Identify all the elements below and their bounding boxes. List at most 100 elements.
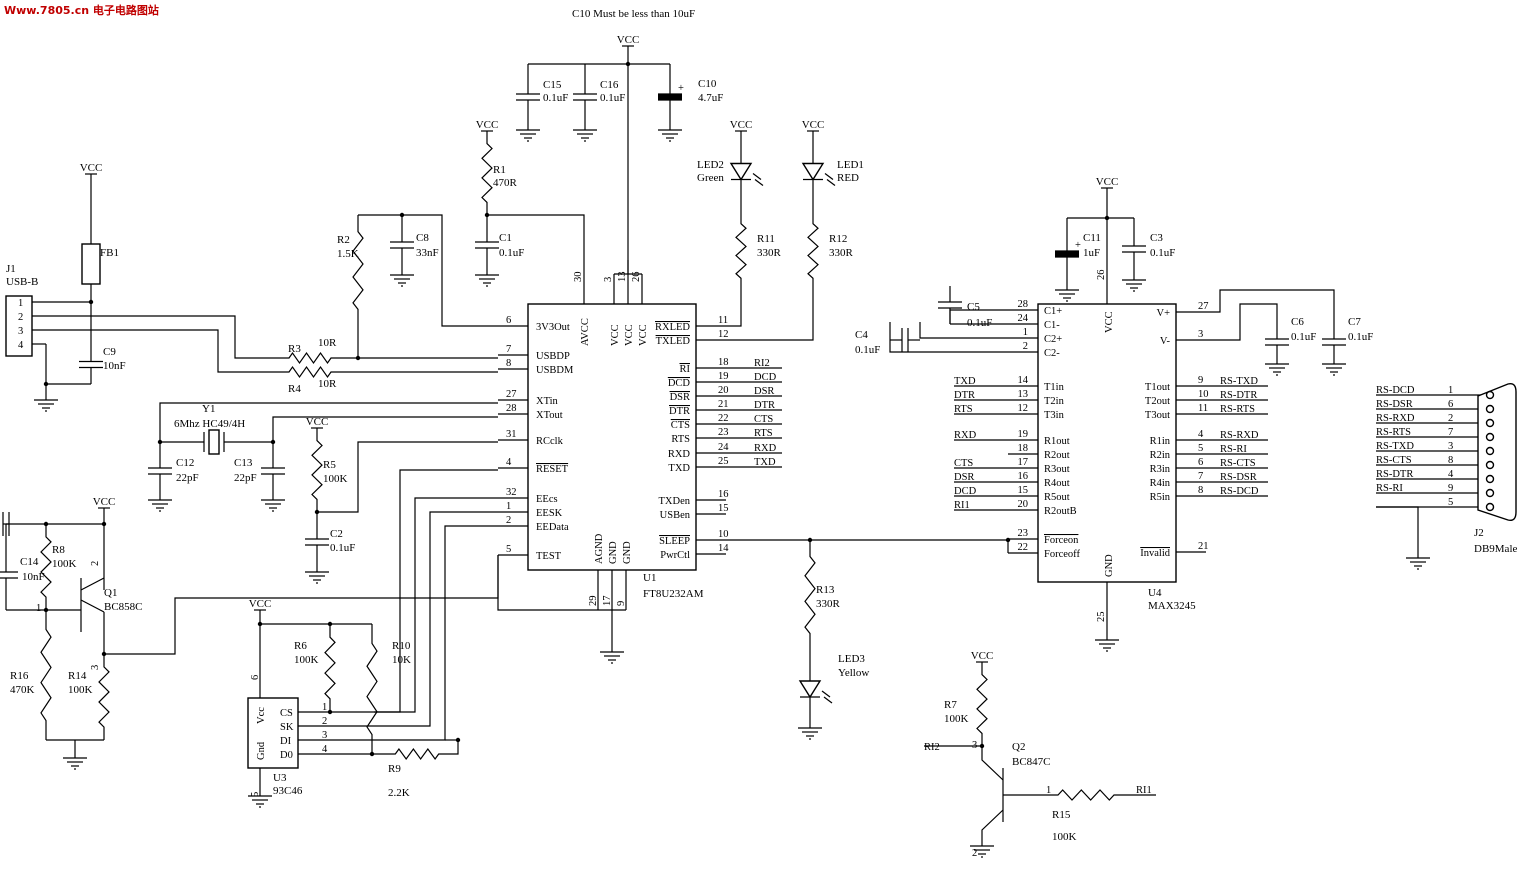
j2-net-label: RS-RXD xyxy=(1376,413,1415,424)
c4-ref: C4 xyxy=(855,329,868,341)
led3-ray xyxy=(823,696,833,704)
c10-plus: + xyxy=(678,83,684,94)
u1-pin-name: AGND xyxy=(594,533,605,564)
u1-net-label: RXD xyxy=(754,443,777,454)
r2 xyxy=(352,215,364,326)
ground-symbol xyxy=(390,274,414,287)
q2-ref: Q2 xyxy=(1012,741,1025,753)
u4-pin-name: T2out xyxy=(1145,396,1170,407)
u1-net-label: DSR xyxy=(754,386,774,397)
u4-vcc-label: VCC xyxy=(1104,311,1115,333)
y1-value: 6Mhz HC49/4H xyxy=(174,418,245,430)
u4-pin-num: 12 xyxy=(1018,403,1029,414)
u1-pin-num: 32 xyxy=(506,487,517,498)
c7-ref: C7 xyxy=(1348,316,1361,328)
vcc-label: VCC xyxy=(306,416,329,428)
c4-wire xyxy=(919,322,1008,339)
r13-value: 330R xyxy=(816,598,841,610)
u4-pin-num: 22 xyxy=(1018,542,1029,553)
j2-gnd-wire xyxy=(1376,506,1419,558)
c15-value: 0.1uF xyxy=(543,92,568,104)
u3-vcc-pin: 6 xyxy=(250,675,261,680)
r13-ref: R13 xyxy=(816,584,835,596)
ground-symbol xyxy=(573,129,597,142)
q2-value: BC847C xyxy=(1012,756,1051,768)
ground-symbol xyxy=(34,399,58,412)
led3-triangle xyxy=(798,680,822,699)
vcc-label: VCC xyxy=(249,598,272,610)
u1-pin-num: 3 xyxy=(603,277,614,282)
r9-wire xyxy=(448,740,459,755)
u1-pin-name: CTS xyxy=(671,420,690,431)
q2-collector-net: RI2 xyxy=(924,742,940,753)
q2-collector xyxy=(981,746,1004,781)
led2-ref: LED2 xyxy=(697,159,724,171)
r6 xyxy=(324,624,336,712)
u4-pin-num: 28 xyxy=(1018,299,1029,310)
u1-pin-name: RTS xyxy=(671,434,690,445)
u4-pin-num: 19 xyxy=(1018,429,1029,440)
c14-ref: C14 xyxy=(20,556,39,568)
r12 xyxy=(807,212,819,290)
u4-net-label: RI1 xyxy=(954,500,970,511)
r13 xyxy=(804,540,816,650)
eesk-wire xyxy=(340,511,498,727)
j1-pin-num: 1 xyxy=(18,298,23,309)
fb1-ref: FB1 xyxy=(100,247,119,259)
u4-gnd-pin: 25 xyxy=(1096,612,1107,623)
j2-pin-num: 7 xyxy=(1448,427,1453,438)
ground-symbol xyxy=(970,845,994,858)
j1-ref: J1 xyxy=(6,263,16,275)
avcc-wire xyxy=(487,214,585,274)
r10-value: 10K xyxy=(392,654,411,666)
u1-pin-name: RI xyxy=(680,364,691,375)
u1-body xyxy=(527,303,697,571)
u4-pin-num: 24 xyxy=(1018,313,1029,324)
j2-pin-num: 4 xyxy=(1448,469,1454,480)
u1-pin-name: TEST xyxy=(536,551,562,562)
u1-net-label: CTS xyxy=(754,414,773,425)
y1-body xyxy=(208,429,220,455)
r7-value: 100K xyxy=(944,713,969,725)
u4-net-label: DSR xyxy=(954,472,974,483)
u4-net-label: DTR xyxy=(954,390,975,401)
vcc-label: VCC xyxy=(80,162,103,174)
u1-pin-name: VCC xyxy=(638,324,649,346)
r1-value: 470R xyxy=(493,177,518,189)
u4-net-label: RS-TXD xyxy=(1220,376,1258,387)
parts xyxy=(0,45,1517,858)
usb-dm xyxy=(32,329,280,373)
u1-part: FT8U232AM xyxy=(643,588,704,600)
r8 xyxy=(40,524,52,610)
txled-wire xyxy=(726,290,814,341)
c3-ref: C3 xyxy=(1150,232,1163,244)
u4-pin-name: R3out xyxy=(1044,464,1070,475)
u4-pin-num: 15 xyxy=(1018,485,1029,496)
u4-pin-num: 13 xyxy=(1018,389,1029,400)
r9 xyxy=(386,747,448,761)
r2-value: 1.5K xyxy=(337,248,359,260)
q1-collector xyxy=(80,599,105,613)
u4-pin-name: Forceoff xyxy=(1044,549,1080,560)
u1-net-label: DTR xyxy=(754,400,775,411)
vcc-label: VCC xyxy=(802,119,825,131)
u1-pin-name: USBDM xyxy=(536,365,574,376)
j2-pin-num: 9 xyxy=(1448,483,1453,494)
u4-ref: U4 xyxy=(1148,587,1162,599)
c11-ref: C11 xyxy=(1083,232,1101,244)
design-note: C10 Must be less than 10uF xyxy=(572,8,695,20)
vcc-label: VCC xyxy=(93,496,116,508)
xtout-wire xyxy=(272,416,498,442)
c3-value: 0.1uF xyxy=(1150,247,1175,259)
c4-value: 0.1uF xyxy=(855,344,880,356)
j2-part: DB9Male xyxy=(1474,543,1518,555)
u1-pin-name: RXD xyxy=(668,449,691,460)
u1-pin-num: 19 xyxy=(718,371,729,382)
u1-pin-name: RESET xyxy=(536,464,569,475)
r15 xyxy=(1046,789,1126,801)
led1-triangle xyxy=(801,162,825,181)
u4-pin-name: C1- xyxy=(1044,320,1060,331)
u4-pin-num: 2 xyxy=(1023,341,1028,352)
u4-pin-name: R5in xyxy=(1150,492,1171,503)
c8-value: 33nF xyxy=(416,247,439,259)
